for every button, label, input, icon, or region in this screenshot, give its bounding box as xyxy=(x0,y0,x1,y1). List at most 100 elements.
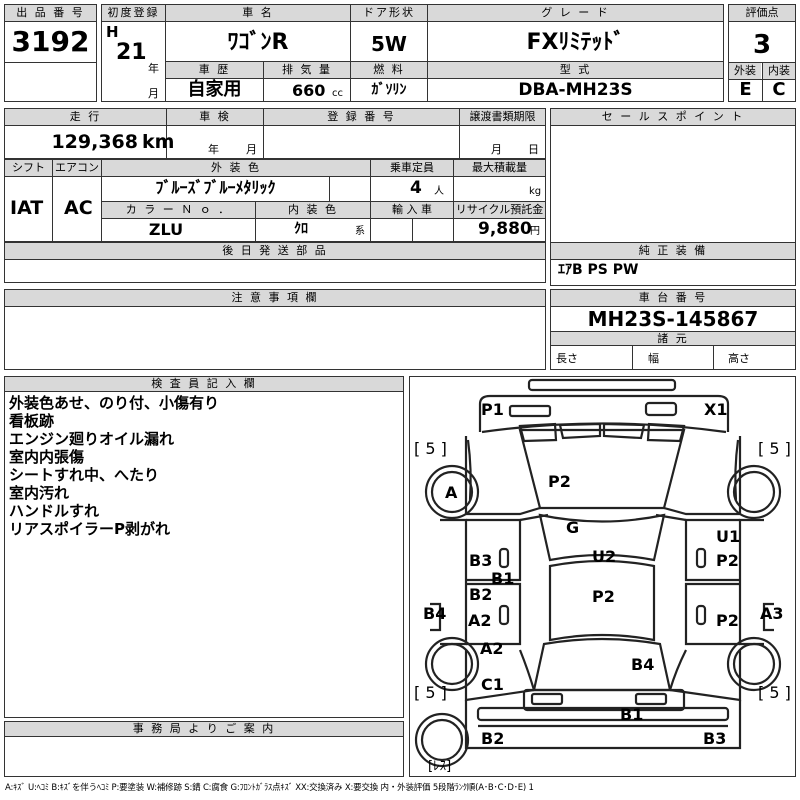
tsuki-label: 月 xyxy=(246,143,257,156)
fuel: ｶﾞｿﾘﾝ xyxy=(371,82,407,98)
inspector-box xyxy=(4,376,404,718)
sales-label: セ ー ル ス ポ イ ン ト xyxy=(551,109,795,125)
office-label: 事 務 局 よ り ご 案 内 xyxy=(5,722,403,736)
inspector-note: エンジン廻りオイル漏れ xyxy=(9,430,175,448)
capacity: 4 xyxy=(410,178,422,198)
load-label: 最大積載量 xyxy=(454,160,545,176)
nichi-label: 日 xyxy=(528,143,539,156)
equipment: ｴｱB PS PW xyxy=(558,262,639,278)
history: 自家用 xyxy=(187,79,242,100)
damage-mark: B2 xyxy=(469,585,493,604)
damage-mark: A xyxy=(445,483,458,502)
disp-label: 排 気 量 xyxy=(264,62,350,78)
divider xyxy=(370,160,371,241)
divider xyxy=(762,63,763,101)
interior-color: ｸﾛ xyxy=(294,221,308,237)
reg-year: 21 xyxy=(116,40,147,65)
divider xyxy=(52,160,53,241)
divider xyxy=(427,5,428,61)
divider xyxy=(632,345,633,369)
inspector-note: 室内汚れ xyxy=(9,484,70,502)
divider xyxy=(165,5,166,101)
model-label: 型 式 xyxy=(428,62,723,78)
damage-mark: B4 xyxy=(631,655,655,674)
height-label: 高さ xyxy=(728,352,750,365)
ext-grade: E xyxy=(739,79,752,100)
chassis-number: MH23S-145867 xyxy=(587,307,759,331)
score-box xyxy=(728,4,796,102)
damage-mark: P2 xyxy=(548,472,571,491)
inspection-label: 車 検 xyxy=(167,109,263,125)
ac: AC xyxy=(64,197,93,219)
shift: IAT xyxy=(10,197,44,219)
damage-mark: A2 xyxy=(468,611,492,630)
divider xyxy=(329,176,330,201)
width-label: 幅 xyxy=(648,352,659,365)
history-label: 車 歴 xyxy=(166,62,263,78)
tire-fr: [ 5 ] xyxy=(758,439,791,458)
capacity-unit: 人 xyxy=(434,186,444,197)
inspector-note: シートすれ中、へたり xyxy=(9,466,160,484)
disp-unit: cc xyxy=(332,88,343,99)
inspector-note: 看板跡 xyxy=(9,412,55,430)
divider xyxy=(729,62,795,63)
office-box xyxy=(4,721,404,777)
damage-mark: P2 xyxy=(716,611,739,630)
int-grade: C xyxy=(772,79,786,100)
inspector-note: 室内内張傷 xyxy=(9,448,85,466)
import-label: 輸 入 車 xyxy=(371,202,453,218)
tire-rr: [ 5 ] xyxy=(758,683,791,702)
damage-mark: C1 xyxy=(481,675,504,694)
model-code: DBA-MH23S xyxy=(518,80,633,100)
tsuki-label: 月 xyxy=(148,87,159,100)
ext-grade-label: 外装 xyxy=(729,63,761,79)
tire-rl: [ 5 ] xyxy=(414,683,447,702)
divider xyxy=(729,79,795,80)
divider xyxy=(5,736,403,737)
divider xyxy=(551,259,795,260)
era: H xyxy=(106,23,119,41)
exterior-color: ﾌﾞﾙｰｽﾞﾌﾞﾙｰﾒﾀﾘｯｸ xyxy=(155,178,276,197)
car-diagram-icon xyxy=(414,378,782,768)
name-label: 車 名 xyxy=(166,5,350,21)
notes-label: 注 意 事 項 欄 xyxy=(5,290,545,306)
car-diagram-box xyxy=(409,376,796,777)
legend: A:ｷｽﾞ U:ﾍｺﾐ B:ｷｽﾞを伴うﾍｺﾐ P:要塗装 W:補修跡 S:錆 … xyxy=(5,783,534,793)
damage-mark: B3 xyxy=(469,551,493,570)
damage-mark: P1 xyxy=(481,400,504,419)
color-label: 外 装 色 xyxy=(102,160,370,176)
divider xyxy=(350,5,351,61)
damage-mark: B3 xyxy=(703,729,727,748)
tire-fl: [ 5 ] xyxy=(414,439,447,458)
mileage-box xyxy=(4,108,546,159)
divider xyxy=(102,218,545,219)
divider xyxy=(5,259,545,260)
chassis-label: 車 台 番 号 xyxy=(551,290,795,306)
divider xyxy=(5,125,545,126)
divider xyxy=(166,109,167,158)
damage-mark: X1 xyxy=(704,400,728,419)
damage-mark: G xyxy=(566,518,580,537)
divider xyxy=(166,61,723,62)
divider xyxy=(427,62,428,101)
displacement: 660 xyxy=(292,81,326,100)
divider xyxy=(713,345,714,369)
fuel-label: 燃 料 xyxy=(351,62,427,78)
damage-mark: A3 xyxy=(760,604,784,623)
divider xyxy=(551,345,795,346)
inspector-label: 検 査 員 記 入 欄 xyxy=(5,377,403,391)
divider xyxy=(255,202,256,241)
inspector-notes-list: 外装色あせ、のり付、小傷有り 看板跡 エンジン廻りオイル漏れ 室内内張傷 シート… xyxy=(9,394,219,538)
interior-unit: 系 xyxy=(355,226,365,237)
divider xyxy=(551,242,795,243)
divider xyxy=(166,78,723,79)
color-code: ZLU xyxy=(148,220,184,239)
vehicle-info-box xyxy=(101,4,724,102)
damage-mark: P2 xyxy=(592,587,615,606)
divider xyxy=(102,21,723,22)
colorno-label: カ ラ ー Ｎ ｏ ． xyxy=(102,202,255,218)
ac-label: エアコン xyxy=(53,160,101,176)
int-grade-label: 内装 xyxy=(763,63,795,79)
nen-label: 年 xyxy=(208,143,219,156)
score-label: 評価点 xyxy=(729,5,795,21)
